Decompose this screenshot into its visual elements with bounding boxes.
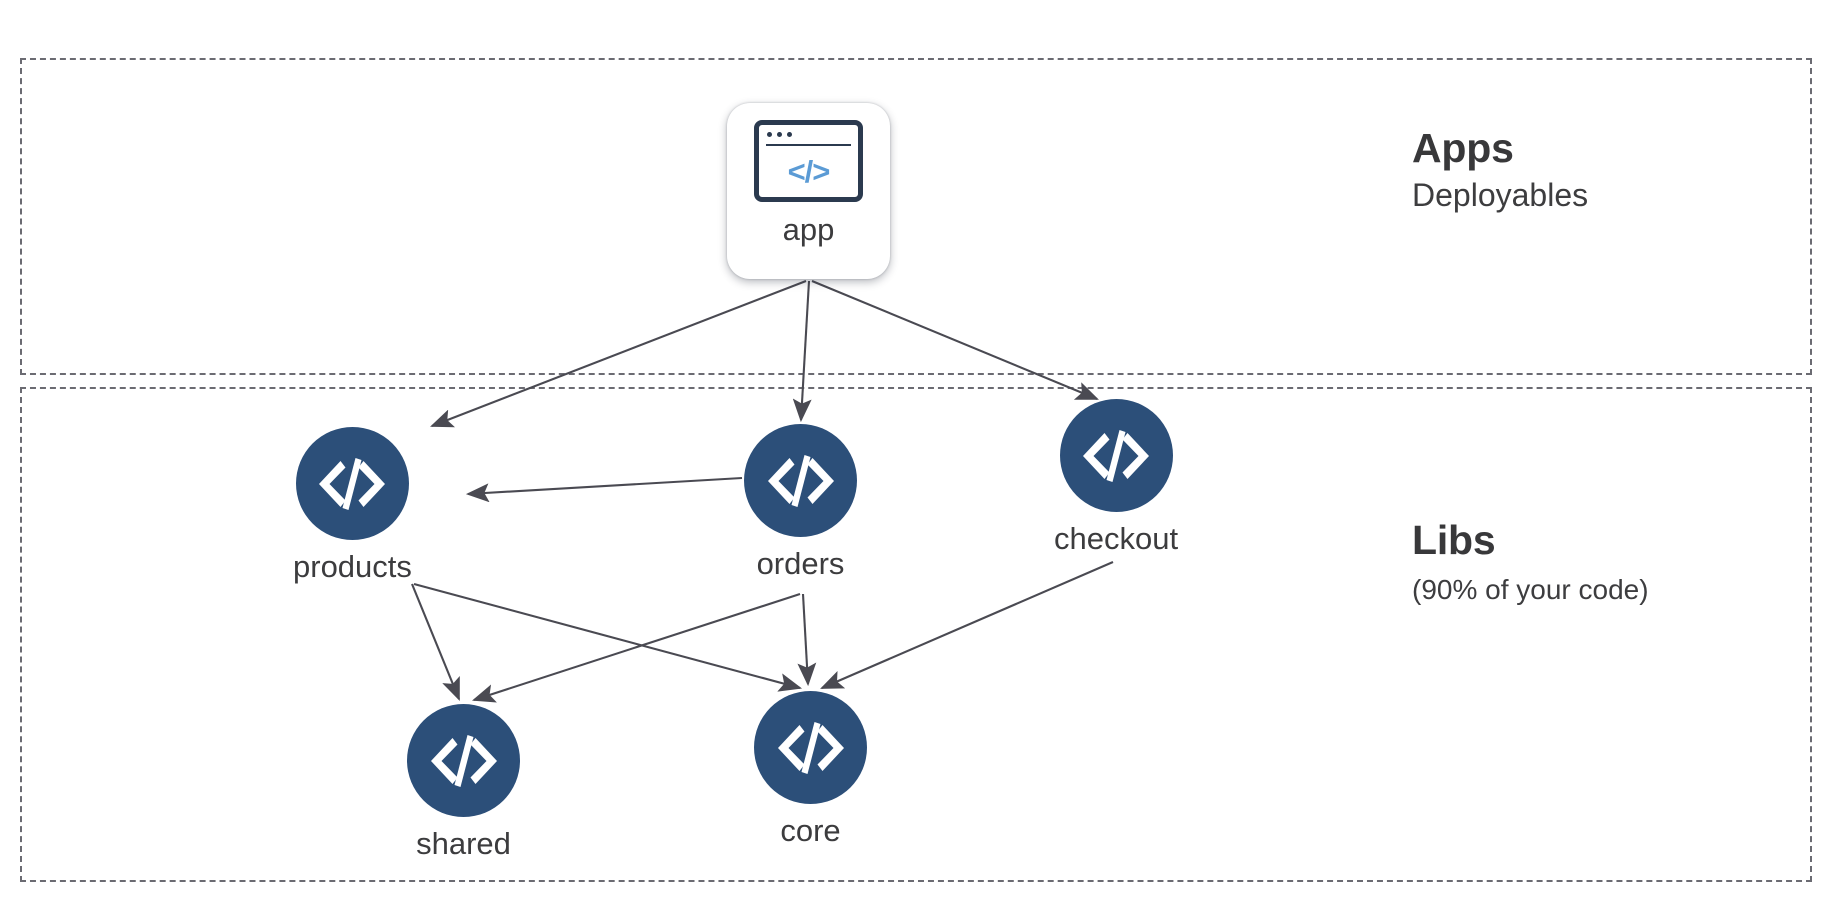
node-app[interactable]: </> app bbox=[727, 103, 890, 279]
code-brackets-icon bbox=[407, 704, 520, 817]
browser-window-code-icon: </> bbox=[754, 120, 863, 202]
layer-subtitle-apps: Deployables bbox=[1412, 176, 1589, 213]
node-label-checkout: checkout bbox=[1054, 521, 1179, 556]
node-checkout[interactable]: checkout bbox=[1054, 399, 1178, 554]
node-core[interactable]: core bbox=[754, 691, 867, 846]
layer-region-apps bbox=[20, 58, 1812, 375]
node-products[interactable]: products bbox=[293, 427, 412, 582]
layer-region-libs bbox=[20, 387, 1812, 882]
node-label-orders: orders bbox=[756, 546, 845, 581]
node-label-app: app bbox=[782, 212, 835, 247]
code-brackets-icon bbox=[754, 691, 867, 804]
node-orders[interactable]: orders bbox=[744, 424, 857, 579]
layer-caption-apps: Apps Deployables bbox=[1412, 125, 1589, 214]
code-brackets-icon bbox=[1059, 399, 1173, 512]
node-shared[interactable]: shared bbox=[407, 704, 520, 859]
node-label-core: core bbox=[780, 813, 841, 848]
layer-title-apps: Apps bbox=[1412, 125, 1514, 171]
layer-caption-libs: Libs (90% of your code) bbox=[1412, 517, 1649, 605]
code-brackets-icon bbox=[744, 424, 857, 537]
node-label-shared: shared bbox=[416, 826, 511, 861]
layer-title-libs: Libs bbox=[1412, 517, 1496, 563]
code-brackets-icon: </> bbox=[787, 154, 831, 189]
node-label-products: products bbox=[293, 549, 412, 584]
window-divider bbox=[766, 144, 851, 146]
window-dots-icon bbox=[767, 132, 792, 137]
layer-subtitle-libs: (90% of your code) bbox=[1412, 573, 1649, 605]
code-brackets-icon bbox=[295, 427, 409, 540]
